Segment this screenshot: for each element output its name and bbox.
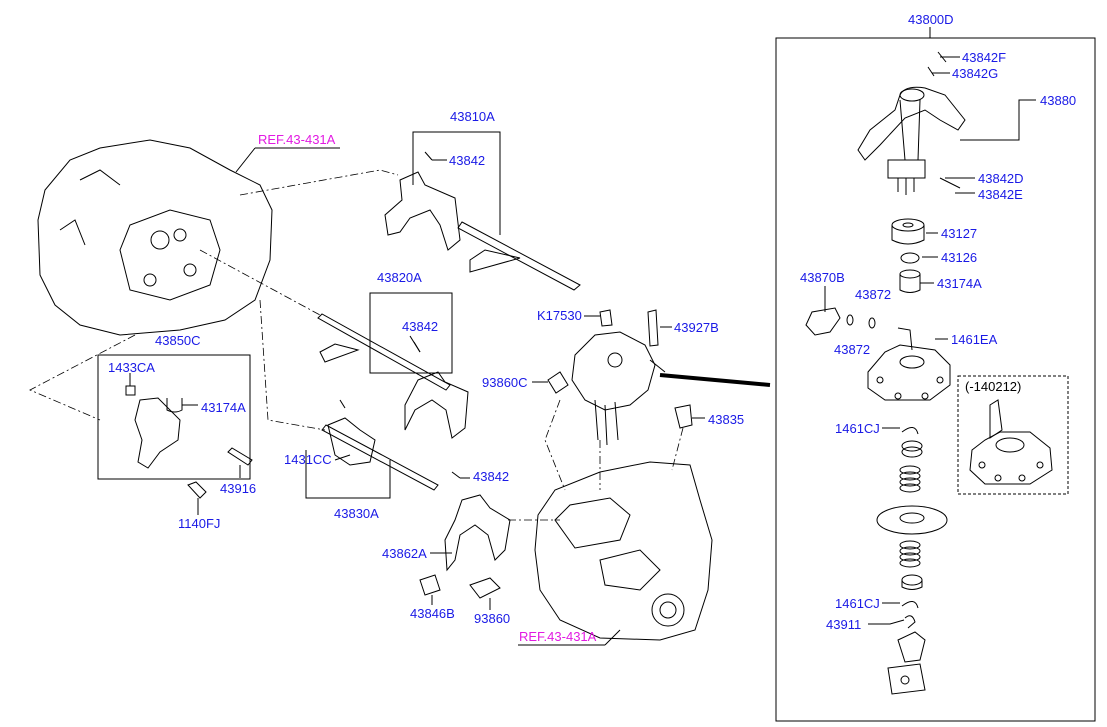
label-1431CC[interactable]: 1431CC (284, 452, 332, 467)
label-43870B[interactable]: 43870B (800, 270, 845, 285)
label-43174A-right[interactable]: 43174A (937, 276, 982, 291)
leader-43911 (868, 619, 905, 625)
label-43842G[interactable]: 43842G (952, 66, 999, 81)
label-43174A-left[interactable]: 43174A (201, 400, 246, 415)
cover-housing (867, 327, 951, 401)
label-93860[interactable]: 93860 (474, 611, 511, 626)
leader-43820A (369, 292, 453, 374)
spring-lower (899, 540, 921, 568)
leader-43810A (412, 131, 501, 235)
leader-43880 (960, 99, 1036, 141)
bolt-43916 (227, 447, 253, 466)
install-line-2 (199, 249, 321, 316)
bracket-43870B (805, 307, 876, 336)
transmission-case-bottom (534, 461, 713, 641)
leader-43850C (97, 354, 251, 480)
label-43911[interactable]: 43911 (826, 617, 862, 632)
label-43842-fork2[interactable]: 43842 (402, 319, 439, 334)
label-1461CJ-lower[interactable]: 1461CJ (835, 596, 880, 611)
label-1461EA[interactable]: 1461EA (951, 332, 998, 347)
snap-ring-1461CJb (901, 601, 919, 609)
switch-93860 (469, 577, 501, 599)
install-line-6 (671, 427, 684, 471)
label-43127[interactable]: 43127 (941, 226, 978, 241)
disc-seat (876, 505, 948, 535)
shift-lever-43880 (857, 51, 966, 195)
label-43872-lower[interactable]: 43872 (834, 342, 871, 357)
switch-93860C (547, 371, 569, 394)
bushing-43127 (891, 218, 925, 245)
label-43872-upper[interactable]: 43872 (855, 287, 892, 302)
label-43820A[interactable]: 43820A (377, 270, 422, 285)
label-43835[interactable]: 43835 (708, 412, 745, 427)
label-43850C[interactable]: 43850C (155, 333, 201, 348)
bolt-43835 (674, 404, 693, 429)
leader-1431CC (334, 454, 351, 461)
leader-43842-2 (409, 335, 421, 353)
install-line-3 (259, 299, 326, 431)
fork-43810A (384, 151, 581, 291)
ref-bottom-arrow (604, 629, 621, 646)
ref-top-arrow (235, 147, 256, 173)
label-43800D[interactable]: 43800D (908, 12, 954, 27)
bolt-43927B (647, 309, 659, 347)
plug-43846B (419, 574, 441, 596)
label-43842D[interactable]: 43842D (978, 171, 1024, 186)
transmission-case-left (37, 139, 273, 336)
leader-43830A (305, 450, 391, 499)
label-43842F[interactable]: 43842F (962, 50, 1007, 65)
label-43916[interactable]: 43916 (220, 481, 257, 496)
label-43126[interactable]: 43126 (941, 250, 978, 265)
fork-43830A (321, 399, 461, 491)
label-43927B[interactable]: 43927B (674, 320, 719, 335)
spring-upper (899, 465, 921, 493)
bolt-1140FJ (187, 481, 207, 499)
label-43842E[interactable]: 43842E (978, 187, 1023, 202)
thick-callout-arrow (659, 373, 771, 387)
install-line-4 (29, 334, 136, 421)
spring-seat-lower (901, 574, 923, 590)
install-line-5 (544, 399, 566, 491)
lower-lever (887, 631, 926, 695)
ref-link-bottom[interactable]: REF.43-431A (519, 629, 597, 644)
label-1433CA[interactable]: 1433CA (108, 360, 155, 375)
bracket-43850C (125, 385, 183, 469)
sleeve-43174A-r (899, 269, 921, 293)
label-43880[interactable]: 43880 (1040, 93, 1077, 108)
label-1461CJ-upper[interactable]: 1461CJ (835, 421, 880, 436)
shift-housing-middle (571, 331, 666, 446)
label-K17530[interactable]: K17530 (537, 308, 582, 323)
washer-43126 (900, 252, 920, 264)
label-43810A[interactable]: 43810A (450, 109, 495, 124)
install-line-1 (239, 169, 399, 196)
assembly-43800D-frame (775, 37, 1096, 722)
pin-43911 (904, 615, 916, 629)
label-43846B[interactable]: 43846B (410, 606, 455, 621)
label-variant-date: (-140212) (965, 379, 1022, 394)
ref-link-top[interactable]: REF.43-431A (258, 132, 336, 147)
cover-variant (969, 399, 1053, 485)
fork-43862A (444, 494, 511, 572)
label-93860C[interactable]: 93860C (482, 375, 528, 390)
label-43842-fork3[interactable]: 43842 (473, 469, 510, 484)
spring-seat-upper (901, 440, 923, 458)
plug-K17530 (599, 309, 613, 327)
label-43830A[interactable]: 43830A (334, 506, 379, 521)
label-43842-fork1[interactable]: 43842 (449, 153, 486, 168)
label-43862A[interactable]: 43862A (382, 546, 427, 561)
snap-ring-1461CJa (901, 427, 919, 435)
label-1140FJ[interactable]: 1140FJ (178, 516, 221, 531)
variant-box (957, 375, 1069, 495)
